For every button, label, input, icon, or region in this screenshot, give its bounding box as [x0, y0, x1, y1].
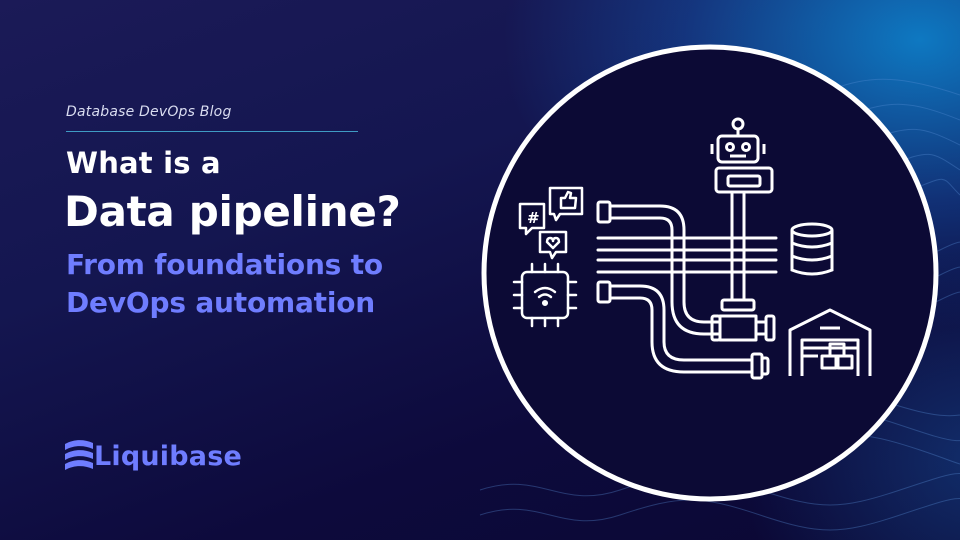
blog-category: Database DevOps Blog	[66, 104, 232, 120]
page-title-line1: What is a	[66, 146, 221, 180]
iot-chip-icon	[512, 262, 578, 328]
page-title-line2: Data pipeline?	[64, 187, 401, 236]
brand-name: Liquibase	[94, 441, 242, 472]
subtitle-line2: DevOps automation	[66, 286, 376, 319]
liquibase-logo-icon	[65, 440, 93, 470]
pipeline-illustration: #	[481, 44, 939, 502]
robot-icon	[710, 117, 774, 194]
subtitle-line1: From foundations to	[66, 248, 383, 281]
warehouse-icon	[788, 308, 872, 376]
svg-text:#: #	[527, 209, 540, 227]
divider	[66, 131, 358, 132]
database-icon	[790, 222, 834, 276]
pipes	[596, 192, 778, 380]
social-media-icon: #	[518, 186, 584, 260]
